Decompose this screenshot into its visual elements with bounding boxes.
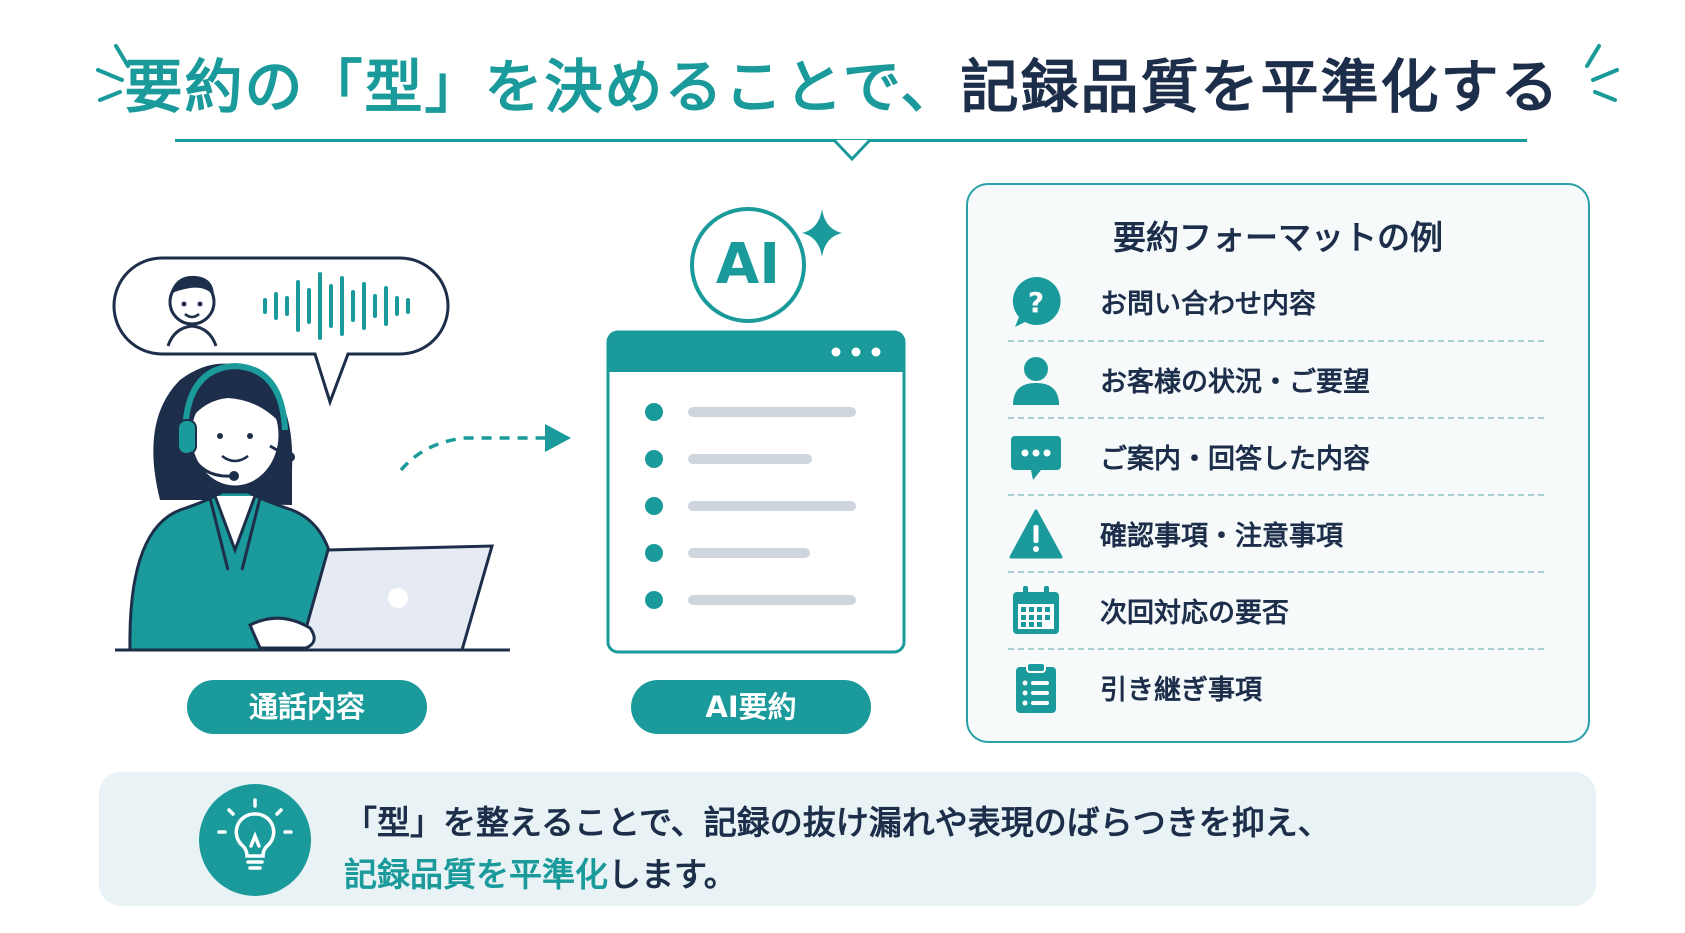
question-bubble-icon: ? bbox=[1008, 274, 1064, 330]
chat-bubble-icon bbox=[1008, 429, 1064, 485]
page-title-main: 記録品質を平準化する bbox=[960, 53, 1561, 121]
list-item: 次回対応の要否 bbox=[1008, 571, 1544, 648]
ai-badge-text: AI bbox=[715, 232, 781, 297]
calendar-icon bbox=[1008, 583, 1064, 639]
list-item: ご案内・回答した内容 bbox=[1008, 417, 1544, 494]
list-item: 確認事項・注意事項 bbox=[1008, 494, 1544, 571]
ai-summary-label: AI要約 bbox=[631, 680, 871, 734]
format-item-label: 確認事項・注意事項 bbox=[1100, 521, 1343, 552]
banner-line-1: 「型」を整えることで、記録の抜け漏れや表現のばらつきを抑え、 bbox=[344, 803, 1331, 842]
clipboard-icon bbox=[1008, 660, 1064, 716]
warning-icon bbox=[1008, 506, 1064, 562]
format-item-label: お客様の状況・ご要望 bbox=[1100, 367, 1370, 398]
lightbulb-icon bbox=[199, 784, 311, 896]
list-item: ? お問い合わせ内容 bbox=[1008, 263, 1544, 340]
operator-illustration bbox=[112, 256, 510, 652]
format-item-label: 引き継ぎ事項 bbox=[1100, 675, 1262, 706]
format-card-title: 要約フォーマットの例 bbox=[1113, 218, 1443, 257]
title-underline-notch bbox=[832, 139, 872, 162]
sparkle-icon bbox=[802, 209, 842, 257]
call-content-label: 通話内容 bbox=[187, 680, 427, 734]
title-decoration-right bbox=[1565, 40, 1625, 114]
page-title: 要約の「型」を決めることで、記録品質を平準化する bbox=[0, 40, 1685, 124]
format-item-label: ご案内・回答した内容 bbox=[1100, 444, 1370, 475]
person-icon bbox=[1008, 352, 1064, 408]
banner-highlight: 記録品質を平準化 bbox=[344, 855, 608, 894]
flow-arrow bbox=[399, 424, 571, 472]
svg-text:?: ? bbox=[1028, 286, 1044, 319]
page-title-accent: 要約の「型」を決めることで、 bbox=[124, 53, 961, 121]
summary-document-window bbox=[606, 330, 906, 654]
format-list: ? お問い合わせ内容 お客様の状況・ご要望 bbox=[1008, 263, 1544, 725]
summary-banner: 「型」を整えることで、記録の抜け漏れや表現のばらつきを抑え、 記録品質を平準化し… bbox=[99, 772, 1596, 906]
list-item: お客様の状況・ご要望 bbox=[1008, 340, 1544, 417]
banner-line-2-rest: します。 bbox=[608, 855, 737, 894]
summary-format-card: 要約フォーマットの例 ? お問い合わせ内容 お客様の状況・ご要望 bbox=[966, 183, 1590, 743]
format-item-label: お問い合わせ内容 bbox=[1100, 289, 1316, 320]
ai-badge: AI bbox=[690, 207, 842, 327]
format-item-label: 次回対応の要否 bbox=[1100, 598, 1289, 629]
banner-line-2: 記録品質を平準化します。 bbox=[344, 848, 737, 896]
list-item: 引き継ぎ事項 bbox=[1008, 648, 1544, 725]
title-decoration-left bbox=[90, 40, 150, 114]
